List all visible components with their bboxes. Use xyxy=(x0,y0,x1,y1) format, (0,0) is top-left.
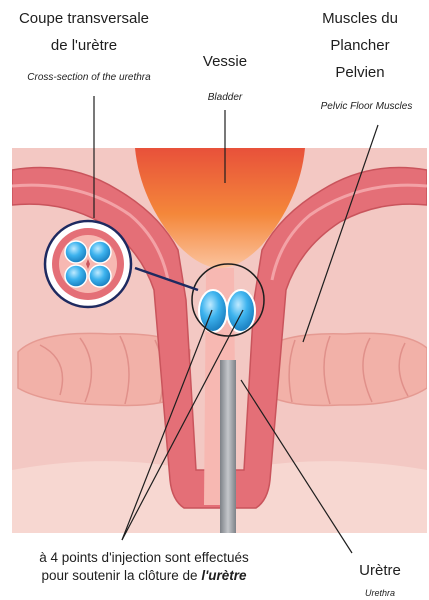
urethra-label-fr: Urètre xyxy=(350,562,410,580)
caption-line-2: pour soutenir la clôture de l'urètre xyxy=(0,567,294,585)
pelvic-muscle-right xyxy=(262,333,427,405)
injection-instrument xyxy=(220,360,236,540)
caption-line-2-prefix: pour soutenir la clôture de xyxy=(41,568,201,583)
urethra-label-en: Urethra xyxy=(350,588,410,599)
caption-line-1: à 4 points d'injection sont effectués xyxy=(0,549,294,567)
cross-section-inset xyxy=(45,221,131,307)
caption-emphasis: l'urètre xyxy=(201,568,246,583)
injection-bulk-right xyxy=(227,290,255,332)
injection-caption: à 4 points d'injection sont effectués po… xyxy=(0,549,294,585)
